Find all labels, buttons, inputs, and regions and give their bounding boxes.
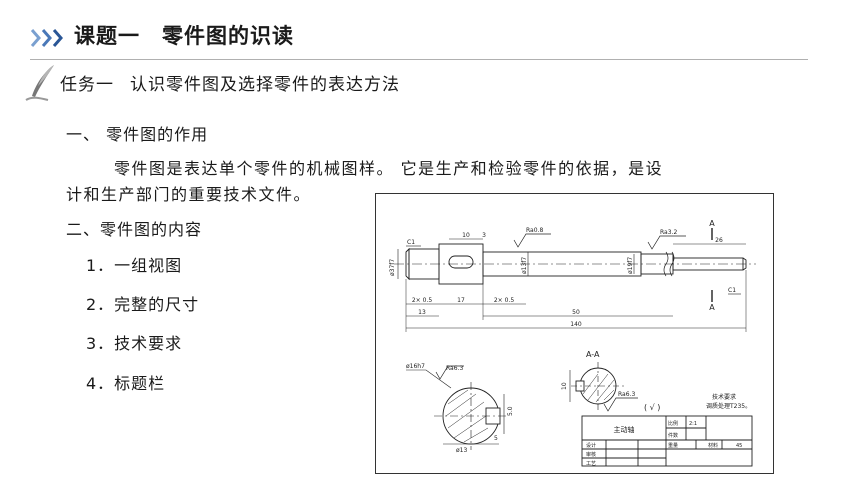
design-label: 设计	[586, 442, 596, 449]
qty-label: 件数	[668, 432, 678, 439]
material-label: 材料	[708, 442, 718, 449]
tech-req-title: 技术要求	[712, 393, 736, 401]
list-item: 2．完整的尺寸	[86, 295, 200, 314]
chamfer-label: C1	[728, 287, 736, 294]
diameter-label: ø16h7	[406, 363, 425, 370]
dim-label: 3	[482, 232, 486, 239]
scale-value: 2:1	[689, 421, 697, 427]
process-label: 工艺	[586, 461, 596, 467]
topic-title: 零件图的识读	[162, 24, 294, 48]
roughness-label: Ra3.2	[660, 229, 677, 236]
section2-heading: 二、零件图的内容	[66, 220, 203, 239]
weight-label: 重量	[668, 442, 678, 449]
section-marker-top: A	[709, 219, 715, 228]
dim-label: 13	[418, 309, 426, 316]
diameter-label: ø13	[456, 447, 467, 454]
scale-label: 比例	[668, 420, 678, 427]
part-drawing: A A 10 3 26 2× 0.5 17 2× 0.5 50 13 140 C…	[375, 193, 774, 474]
dim-label: 17	[457, 297, 465, 304]
chamfer-label: C1	[407, 239, 415, 246]
diameter-label: ø37f7	[389, 259, 396, 276]
dim-label: 10	[561, 382, 568, 390]
material-value: 45	[736, 443, 742, 449]
dim-label: 2× 0.5	[494, 297, 514, 304]
page-title: 课题一零件图的识读	[74, 20, 294, 50]
section-marker-bottom: A	[709, 303, 715, 312]
section1-heading: 一、 零件图的作用	[66, 125, 209, 144]
part-drawing-svg: A A 10 3 26 2× 0.5 17 2× 0.5 50 13 140 C…	[389, 219, 756, 467]
roughness-label: Ra6.3	[618, 391, 635, 398]
roughness-label: Ra6.3	[446, 365, 463, 372]
task-label: 任务一	[60, 75, 114, 95]
header-divider	[30, 59, 808, 60]
section-view-label: A-A	[586, 350, 600, 359]
list-item: 1．一组视图	[86, 256, 183, 275]
dim-label: 50	[572, 309, 580, 316]
dim-label: 5	[494, 435, 498, 442]
dim-label: 2× 0.5	[412, 297, 432, 304]
list-item: 4．标题栏	[86, 374, 166, 393]
check-label: 审核	[586, 451, 596, 458]
diameter-label: ø13f7	[521, 257, 528, 274]
list-item: 3．技术要求	[86, 334, 183, 353]
section1-para-line2: 计和生产部门的重要技术文件。	[66, 185, 312, 204]
quill-pen-icon	[25, 65, 54, 101]
task-heading: 任务一认识零件图及选择零件的表达方法	[60, 70, 400, 95]
roughness-label: Ra0.8	[526, 227, 543, 234]
topic-label: 课题一	[74, 24, 140, 48]
part-name: 主动轴	[614, 425, 635, 434]
roughness-note: ( √ )	[644, 403, 660, 412]
diameter-label: ø19f7	[627, 257, 634, 274]
triple-chevron-right-icon	[30, 29, 63, 47]
dim-label: 26	[715, 237, 723, 244]
section1-para-line1: 零件图是表达单个零件的机械图样。 它是生产和检验零件的依据，是设	[114, 159, 664, 178]
dim-label: 5.0	[507, 406, 514, 416]
task-title: 认识零件图及选择零件的表达方法	[130, 75, 400, 95]
tech-req-text: 调质处理T235。	[706, 402, 751, 410]
dim-label: 140	[570, 321, 582, 328]
dim-label: 10	[462, 232, 470, 239]
